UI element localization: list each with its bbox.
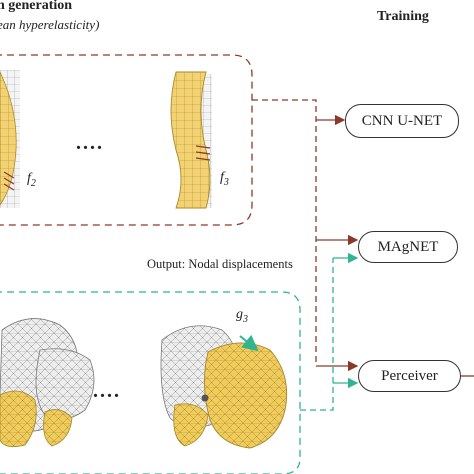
bottom-dataset-frame (0, 291, 301, 474)
output-label: Output: Nodal displacements (147, 257, 293, 271)
bottom-left-mesh (0, 318, 95, 448)
header-left-subtitle: ean hyperelasticity) (0, 17, 100, 32)
header-training-title: Training (377, 9, 429, 24)
red-connectors (252, 99, 359, 372)
teal-connectors (300, 252, 359, 411)
model-box-magnet: MAgNET (358, 231, 458, 263)
force-label-f2: f2 (27, 171, 36, 189)
top-left-mesh (0, 70, 20, 208)
force-label-g3: g3 (236, 307, 248, 325)
top-right-mesh (170, 71, 212, 209)
model-box-cnn-unet: CNN U-NET (345, 104, 459, 138)
g3-force-arrow (239, 334, 259, 352)
top-dataset-frame (0, 54, 253, 226)
top-ellipsis: .... (76, 132, 104, 154)
header-left-title: n generation (0, 0, 73, 13)
bottom-ellipsis: .... (93, 380, 121, 402)
bottom-right-mesh (160, 325, 288, 449)
model-box-perceiver: Perceiver (358, 360, 461, 392)
force-label-f3: f3 (220, 170, 229, 188)
